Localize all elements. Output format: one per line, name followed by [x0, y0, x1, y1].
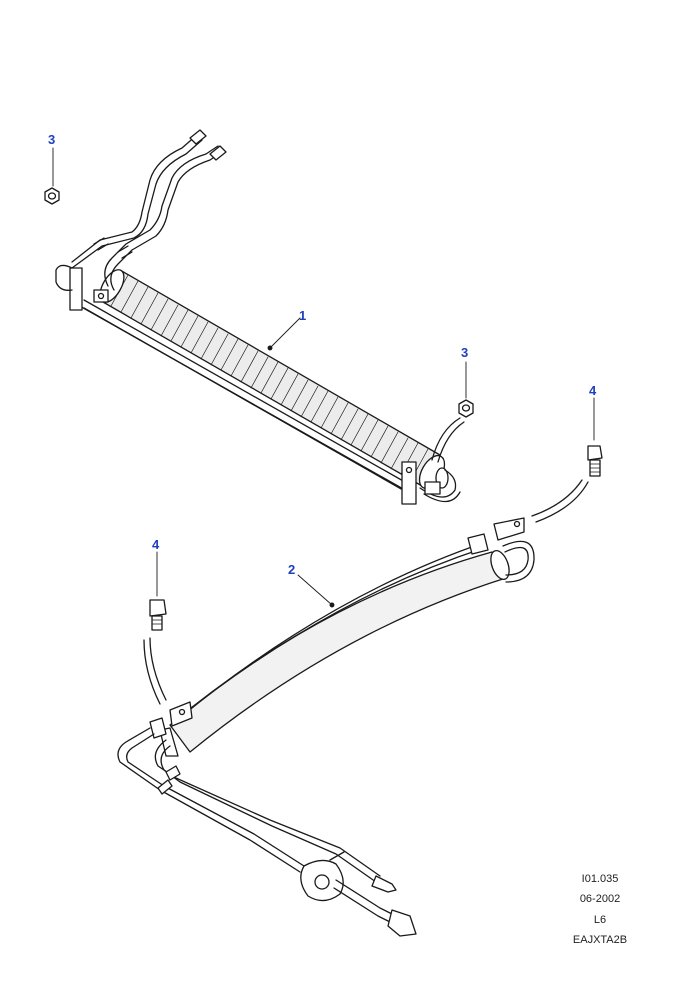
callout-part-2: 2: [288, 562, 296, 577]
callout-part-3-top: 3: [48, 132, 56, 147]
callout-part-3-mid: 3: [461, 345, 469, 360]
catalog-code: EAJXTA2B: [572, 934, 628, 946]
callout-part-4-left: 4: [152, 537, 160, 552]
callout-part-4-right: 4: [589, 383, 597, 398]
drawing-reference: I01.035: [581, 873, 619, 885]
nut-icon: [44, 147, 60, 205]
drawing-date: 06-2002: [579, 893, 621, 905]
bolt-icon: [531, 397, 603, 523]
oil-cooler-upper: [55, 129, 465, 505]
bolt-icon: [143, 551, 167, 705]
oil-cooler-lower: [117, 517, 535, 937]
nut-icon: [458, 361, 474, 418]
engine-code: L6: [593, 914, 607, 926]
callout-part-1: 1: [299, 308, 307, 323]
